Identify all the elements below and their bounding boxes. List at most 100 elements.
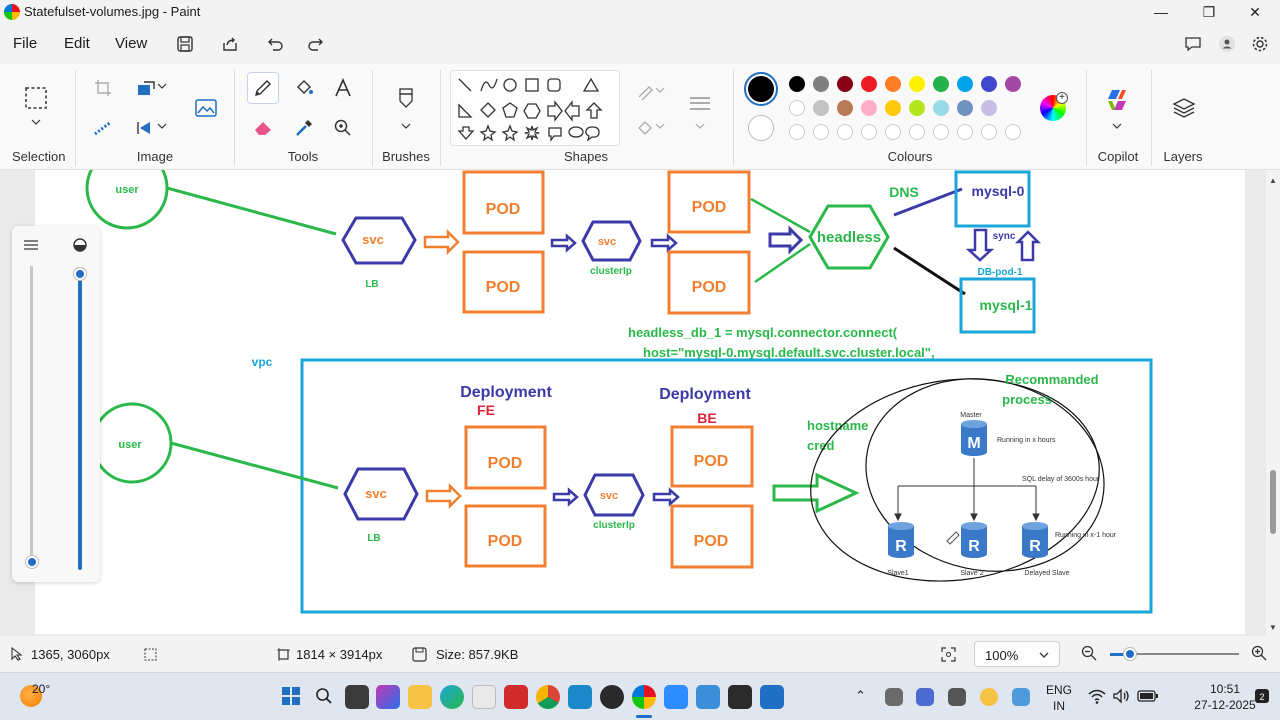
opacity-slider-track[interactable] xyxy=(78,272,82,570)
volume-icon[interactable] xyxy=(1112,688,1130,707)
primary-color-button[interactable] xyxy=(744,72,778,106)
shape-outline-icon[interactable] xyxy=(630,76,662,108)
color-swatch[interactable] xyxy=(837,100,853,116)
magnifier-icon[interactable] xyxy=(327,112,359,144)
file-explorer-icon[interactable] xyxy=(408,685,432,709)
color-swatch[interactable] xyxy=(861,100,877,116)
color-swatch[interactable] xyxy=(1005,76,1021,92)
custom-color-slot[interactable] xyxy=(789,124,805,140)
zoom-out-icon[interactable] xyxy=(1081,645,1097,664)
notifications-icon[interactable]: 2 xyxy=(1254,688,1270,707)
custom-color-slot[interactable] xyxy=(933,124,949,140)
resize-dropdown-chevron-icon[interactable] xyxy=(152,76,172,96)
color-swatch[interactable] xyxy=(837,76,853,92)
tray-cloud-icon[interactable] xyxy=(916,688,934,706)
crop-icon[interactable] xyxy=(87,72,119,104)
vertical-scrollbar[interactable]: ▲ ▼ xyxy=(1266,170,1280,636)
custom-color-slot[interactable] xyxy=(909,124,925,140)
color-swatch[interactable] xyxy=(957,100,973,116)
eraser-icon[interactable] xyxy=(247,112,279,144)
layers-icon[interactable] xyxy=(1168,92,1200,124)
close-button[interactable]: ✕ xyxy=(1249,4,1261,20)
color-swatch[interactable] xyxy=(957,76,973,92)
scroll-down-icon[interactable]: ▼ xyxy=(1269,623,1277,632)
flip-icon[interactable] xyxy=(130,112,162,144)
zoom-in-icon[interactable] xyxy=(1251,645,1267,664)
account-icon[interactable] xyxy=(1213,30,1241,58)
chatgpt-icon[interactable] xyxy=(600,685,624,709)
size-slider-thumb[interactable] xyxy=(26,556,38,568)
undo-icon[interactable] xyxy=(262,30,290,58)
custom-color-slot[interactable] xyxy=(981,124,997,140)
drawing-canvas[interactable]: user svc LB POD POD svc clusterIp POD PO… xyxy=(35,170,1245,634)
line-size-icon[interactable] xyxy=(684,88,716,120)
search-icon[interactable] xyxy=(315,687,333,708)
region-code[interactable]: IN xyxy=(1053,699,1065,713)
paint-taskbar-icon[interactable] xyxy=(632,685,656,709)
share-icon[interactable] xyxy=(216,30,244,58)
resize-icon[interactable] xyxy=(130,72,162,104)
feedback-icon[interactable] xyxy=(1179,30,1207,58)
custom-color-slot[interactable] xyxy=(1005,124,1021,140)
rotate-icon[interactable] xyxy=(87,112,119,144)
battery-icon[interactable] xyxy=(1137,689,1159,706)
custom-color-slot[interactable] xyxy=(837,124,853,140)
color-swatch[interactable] xyxy=(885,100,901,116)
brush-icon[interactable] xyxy=(390,84,422,116)
wifi-icon[interactable] xyxy=(1088,688,1106,707)
color-swatch[interactable] xyxy=(813,100,829,116)
fill-dropdown-chevron-icon[interactable] xyxy=(650,116,670,136)
color-swatch[interactable] xyxy=(909,76,925,92)
size-dropdown-chevron-icon[interactable] xyxy=(690,116,710,136)
tray-sync-icon[interactable] xyxy=(948,688,966,706)
settings-icon[interactable] xyxy=(1246,30,1274,58)
store-icon[interactable] xyxy=(472,685,496,709)
shape-fill-icon[interactable] xyxy=(630,112,662,144)
opacity-slider-thumb[interactable] xyxy=(74,268,86,280)
zoom-app-icon[interactable] xyxy=(664,685,688,709)
edge-browser-icon[interactable] xyxy=(440,685,464,709)
copilot-dropdown-chevron-icon[interactable] xyxy=(1107,116,1127,136)
restore-button[interactable]: ❐ xyxy=(1202,4,1216,20)
color-swatch[interactable] xyxy=(813,76,829,92)
remote-desktop-icon[interactable] xyxy=(696,685,720,709)
zoom-select[interactable]: 100% xyxy=(974,641,1060,667)
vscode-icon[interactable] xyxy=(760,685,784,709)
color-swatch[interactable] xyxy=(885,76,901,92)
color-swatch[interactable] xyxy=(981,76,997,92)
redo-icon[interactable] xyxy=(301,30,329,58)
minimize-button[interactable]: — xyxy=(1154,4,1168,20)
fit-to-window-icon[interactable] xyxy=(941,647,956,665)
menu-file[interactable]: File xyxy=(13,35,38,52)
secondary-color-button[interactable] xyxy=(748,115,774,141)
menu-view[interactable]: View xyxy=(115,35,148,52)
start-button-icon[interactable] xyxy=(282,687,300,708)
color-swatch[interactable] xyxy=(861,76,877,92)
scroll-thumb[interactable] xyxy=(1270,470,1276,534)
custom-color-slot[interactable] xyxy=(957,124,973,140)
scroll-up-icon[interactable]: ▲ xyxy=(1269,176,1277,185)
custom-color-slot[interactable] xyxy=(813,124,829,140)
wps-office-icon[interactable] xyxy=(504,685,528,709)
terminal-icon[interactable] xyxy=(728,685,752,709)
selection-dropdown-chevron-icon[interactable] xyxy=(20,112,52,132)
tray-app-icon[interactable] xyxy=(885,688,903,706)
tray-plus-icon[interactable] xyxy=(980,688,998,706)
image-properties-icon[interactable] xyxy=(190,92,222,124)
save-icon[interactable] xyxy=(171,30,199,58)
color-swatch[interactable] xyxy=(933,100,949,116)
shapes-gallery[interactable] xyxy=(450,70,620,146)
color-swatch[interactable] xyxy=(981,100,997,116)
color-swatch[interactable] xyxy=(909,100,925,116)
fill-bucket-icon[interactable] xyxy=(288,72,320,104)
menu-edit[interactable]: Edit xyxy=(64,35,90,52)
clock-date[interactable]: 27-12-2025 xyxy=(1194,698,1256,712)
custom-color-slot[interactable] xyxy=(861,124,877,140)
copilot-icon[interactable] xyxy=(1101,84,1133,116)
show-hidden-icons-chevron-icon[interactable]: ⌃ xyxy=(855,688,866,703)
flip-dropdown-chevron-icon[interactable] xyxy=(152,116,172,136)
weather-icon[interactable] xyxy=(20,685,42,707)
outline-dropdown-chevron-icon[interactable] xyxy=(650,80,670,100)
chrome-icon[interactable] xyxy=(536,685,560,709)
color-swatch[interactable] xyxy=(789,100,805,116)
